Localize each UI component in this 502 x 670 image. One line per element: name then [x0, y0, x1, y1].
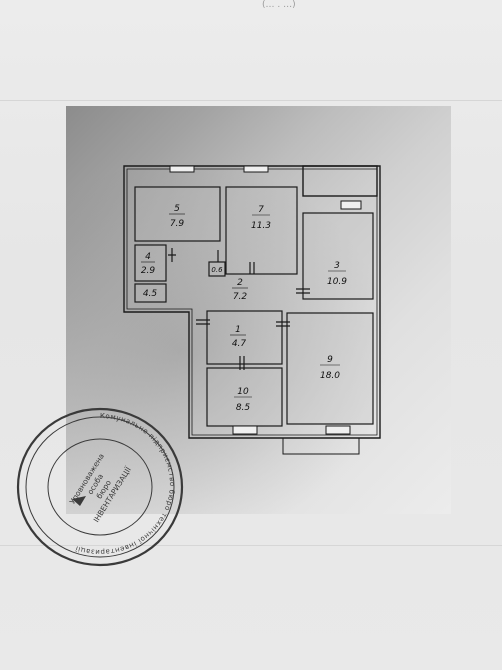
- door-room-7: [249, 262, 255, 274]
- room-label-area: 2.9: [141, 266, 156, 276]
- room-label-number: 5: [174, 204, 180, 214]
- room-0-6-outline: [208, 261, 226, 277]
- door-room-10: [239, 356, 245, 370]
- room-label-number: 4: [145, 252, 151, 262]
- room-label-number: 9: [327, 355, 333, 365]
- room-label-area: 11.3: [251, 221, 271, 231]
- window-room-9: [325, 425, 351, 435]
- window-room-5: [169, 165, 195, 173]
- room-9-outline: [286, 312, 374, 425]
- room-7-outline: [225, 186, 298, 275]
- top-fragment-text: (… . …): [262, 0, 296, 10]
- official-stamp: Комунальне підприємство бюро технічної і…: [16, 407, 184, 567]
- door-room-3: [296, 288, 310, 294]
- room-label-number: 7: [258, 205, 264, 215]
- stamp-emblem-icon: [72, 496, 86, 506]
- room-label-number: 3: [334, 261, 340, 271]
- door-room-9: [276, 321, 290, 327]
- room-4-outline: [134, 244, 167, 282]
- room-label-number: 1: [235, 325, 241, 335]
- photocopy-sheet: [66, 106, 451, 514]
- outer-wall: [123, 165, 381, 439]
- window-room-3: [340, 200, 362, 210]
- room-3-outline: [302, 212, 374, 300]
- room-4-5-outline: [134, 283, 167, 303]
- paper-fold-line: [0, 100, 502, 101]
- room-label-area: 10.9: [327, 277, 347, 287]
- balcony-wall: [302, 165, 378, 197]
- room-label-area: 7.2: [233, 292, 248, 302]
- room-label-area: 4.5: [143, 289, 158, 299]
- window-room-10: [232, 425, 258, 435]
- room-label-area: 7.9: [170, 219, 185, 229]
- door-room-4: [168, 248, 176, 262]
- room-label-number: 2: [237, 278, 243, 288]
- photocopy-toner-shadow: [66, 106, 451, 514]
- room-label-area: 4.7: [232, 339, 247, 349]
- balcony-bottom: [282, 437, 360, 455]
- door-entry: [196, 319, 210, 325]
- room-label-number: 10: [237, 387, 249, 397]
- window-room-7: [243, 165, 269, 173]
- room-label-area: 18.0: [320, 371, 340, 381]
- room-label-area: 8.5: [236, 403, 251, 413]
- paper-fold-line: [0, 545, 502, 546]
- room-label-area: 0.6: [211, 266, 223, 274]
